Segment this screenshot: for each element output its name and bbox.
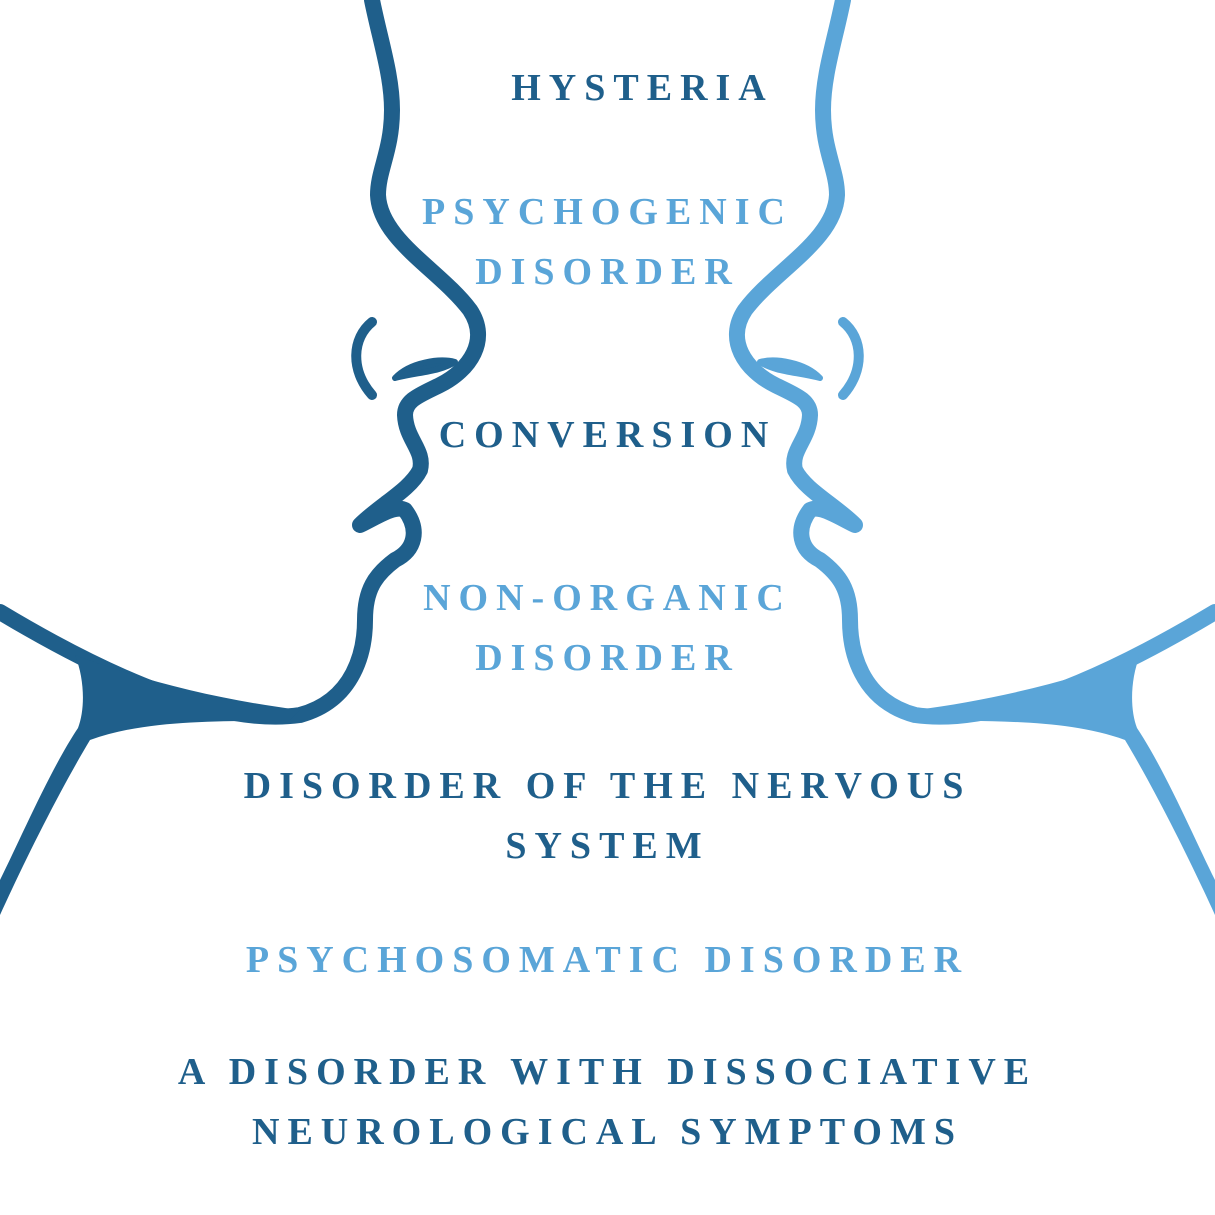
term-line: HYSTERIA	[511, 67, 774, 109]
right-face-profile-icon	[728, 0, 1215, 725]
left-face-profile-icon	[0, 0, 487, 725]
term-disorder-of-the-nervous-system: DISORDER OF THE NERVOUS SYSTEM	[0, 756, 1215, 876]
term-hysteria: HYSTERIA	[0, 58, 1215, 118]
term-line: DISORDER	[475, 637, 740, 679]
term-line: DISORDER	[475, 251, 740, 293]
term-line: NON-ORGANIC	[423, 577, 792, 619]
term-line: SYSTEM	[505, 825, 710, 867]
term-line: DISORDER OF THE NERVOUS	[243, 765, 972, 807]
term-line: PSYCHOSOMATIC DISORDER	[245, 939, 970, 981]
term-dissociative-neurological-symptoms: A DISORDER WITH DISSOCIATIVE NEUROLOGICA…	[0, 1042, 1215, 1162]
term-line: NEUROLOGICAL SYMPTOMS	[252, 1111, 963, 1153]
term-psychosomatic-disorder: PSYCHOSOMATIC DISORDER	[0, 930, 1215, 990]
right-shoulder-shape	[915, 604, 1215, 915]
left-shoulder-shape	[0, 604, 300, 915]
term-psychogenic-disorder: PSYCHOGENIC DISORDER	[0, 182, 1215, 302]
term-line: CONVERSION	[438, 414, 777, 456]
term-non-organic-disorder: NON-ORGANIC DISORDER	[0, 568, 1215, 688]
term-conversion: CONVERSION	[0, 405, 1215, 465]
term-line: A DISORDER WITH DISSOCIATIVE	[177, 1051, 1038, 1093]
term-line: PSYCHOGENIC	[422, 191, 793, 233]
